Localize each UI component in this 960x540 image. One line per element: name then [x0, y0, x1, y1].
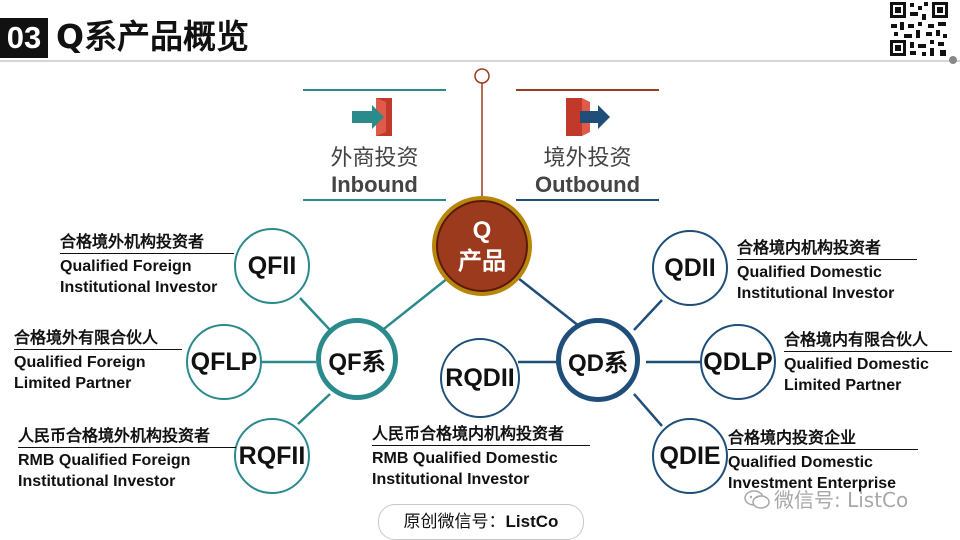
page-title: Q系产品概览 [56, 17, 250, 56]
hub-qf-label: QF系 [328, 348, 386, 376]
node-qfii: QFII [234, 228, 310, 304]
node-qdie-code: QDIE [659, 441, 721, 470]
node-qdlp-code: QDLP [703, 347, 773, 376]
label-qdie-en2: Investment Enterprise [728, 475, 897, 492]
label-qdlp-en2: Limited Partner [784, 377, 902, 394]
footer-prefix: 原创微信号： [403, 512, 506, 532]
node-qdie: QDIE [652, 418, 728, 494]
outbound-cn-label: 境外投资 [543, 146, 632, 171]
label-qfii-cn: 合格境外机构投资者 [60, 232, 205, 251]
label-rqdii-rule [372, 445, 590, 446]
label-qfii-en1: Qualified Foreign [60, 258, 192, 275]
node-qfii-code: QFII [247, 251, 297, 280]
qr-code-icon [888, 0, 950, 58]
section-number: 03 [0, 18, 48, 58]
watermark-text: 微信号: ListCo [774, 488, 909, 512]
label-qdie: 合格境内投资企业 Qualified Domestic Investment E… [728, 428, 918, 494]
label-rqdii-en2: Institutional Investor [372, 471, 530, 488]
node-rqdii: RQDII [440, 338, 520, 418]
watermark: 微信号: ListCo [744, 484, 908, 513]
outbound-rule-top [516, 89, 659, 91]
label-qdlp-rule [784, 351, 952, 352]
header-divider [0, 60, 960, 62]
outbound-en-label: Outbound [534, 172, 641, 197]
label-qflp-rule [14, 349, 182, 350]
outbound-door-icon [564, 96, 614, 138]
label-rqdii-cn: 人民币合格境内机构投资者 [372, 424, 565, 443]
hub-qd: QD系 [556, 318, 640, 402]
label-qdii: 合格境内机构投资者 Qualified Domestic Institution… [737, 238, 917, 304]
node-rqfii-code: RQFII [238, 441, 306, 470]
hub-qf: QF系 [316, 318, 398, 400]
label-qdie-cn: 合格境内投资企业 [728, 428, 857, 447]
label-qdie-en1: Qualified Domestic [728, 454, 873, 471]
label-qflp: 合格境外有限合伙人 Qualified Foreign Limited Part… [14, 328, 182, 394]
label-rqfii: 人民币合格境外机构投资者 RMB Qualified Foreign Insti… [18, 426, 236, 492]
hub-qd-label: QD系 [568, 349, 628, 377]
node-rqdii-code: RQDII [445, 363, 515, 392]
label-qfii-en2: Institutional Investor [60, 279, 218, 296]
label-qdlp-en1: Qualified Domestic [784, 356, 929, 373]
inbound-rule-top [303, 89, 446, 91]
node-qdii-code: QDII [664, 253, 716, 282]
label-rqdii-en1: RMB Qualified Domestic [372, 450, 558, 467]
label-rqfii-en1: RMB Qualified Foreign [18, 452, 191, 469]
label-qdii-cn: 合格境内机构投资者 [737, 238, 882, 257]
center-label-q: Q [472, 217, 492, 244]
scroll-indicator [949, 56, 957, 64]
inbound-cn-label: 外商投资 [330, 146, 419, 171]
label-qflp-en2: Limited Partner [14, 375, 132, 392]
center-label-product: 产品 [458, 247, 506, 275]
node-qdii: QDII [652, 230, 728, 306]
node-qdlp: QDLP [700, 324, 776, 400]
wechat-icon [744, 490, 770, 510]
label-qflp-en1: Qualified Foreign [14, 354, 146, 371]
label-rqdii: 人民币合格境内机构投资者 RMB Qualified Domestic Inst… [372, 424, 590, 490]
label-qfii: 合格境外机构投资者 Qualified Foreign Institutiona… [60, 232, 234, 298]
inbound-door-icon [352, 96, 400, 138]
label-rqfii-rule [18, 447, 236, 448]
footer-account: ListCo [505, 512, 559, 531]
center-node-q-product: Q 产品 [436, 200, 528, 292]
label-qdii-en1: Qualified Domestic [737, 264, 882, 281]
label-qdii-en2: Institutional Investor [737, 285, 895, 302]
inbound-rule-bottom [303, 199, 446, 201]
outbound-rule-bottom [516, 199, 659, 201]
label-qdie-rule [728, 449, 918, 450]
inbound-en-label: Inbound [331, 172, 418, 197]
label-rqfii-en2: Institutional Investor [18, 473, 176, 490]
node-qflp: QFLP [186, 324, 262, 400]
label-qdlp: 合格境内有限合伙人 Qualified Domestic Limited Par… [784, 330, 952, 396]
footer-account-badge: 原创微信号：ListCo [378, 504, 584, 540]
label-qdlp-cn: 合格境内有限合伙人 [784, 330, 929, 349]
node-rqfii: RQFII [234, 418, 310, 494]
node-qflp-code: QFLP [190, 347, 258, 376]
label-rqfii-cn: 人民币合格境外机构投资者 [18, 426, 211, 445]
label-qdii-rule [737, 259, 917, 260]
label-qfii-rule [60, 253, 234, 254]
label-qflp-cn: 合格境外有限合伙人 [14, 328, 159, 347]
